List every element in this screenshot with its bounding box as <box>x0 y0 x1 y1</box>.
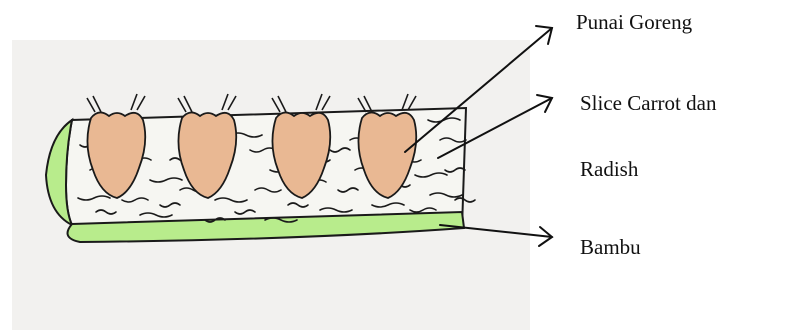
label-radish: Radish <box>580 159 638 180</box>
label-slice-carrot: Slice Carrot dan <box>580 93 716 114</box>
arrow-slice-head <box>537 95 552 112</box>
label-punai-goreng: Punai Goreng <box>576 12 692 33</box>
label-bambu: Bambu <box>580 237 641 258</box>
